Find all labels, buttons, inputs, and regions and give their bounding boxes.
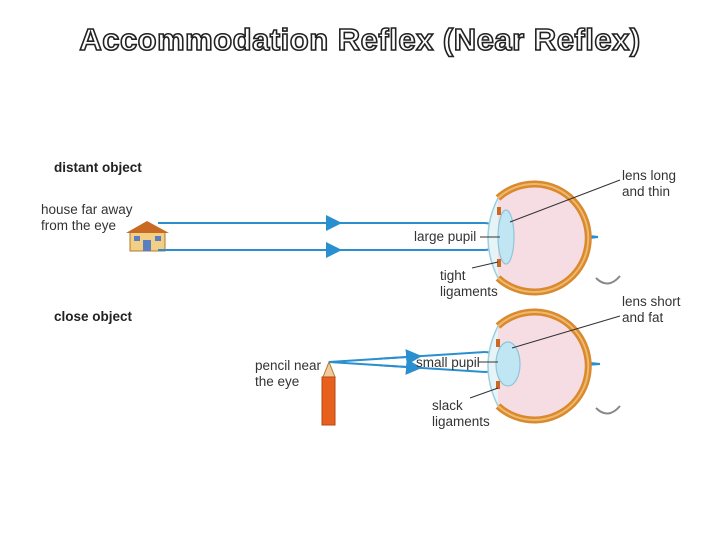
pencil-label-line2: the eye — [255, 374, 299, 389]
lens-long-line1: lens long — [622, 168, 676, 183]
distant-pointers — [471, 179, 621, 269]
house-icon — [126, 221, 169, 252]
small-pupil-label: small pupil — [416, 355, 480, 370]
distant-eye-icon — [487, 180, 621, 296]
close-eye-icon — [487, 308, 621, 424]
tight-ligaments-line2: ligaments — [440, 284, 498, 299]
page-title: Accommodation Reflex (Near Reflex) — [79, 21, 641, 58]
slack-ligaments-line2: ligaments — [432, 414, 490, 429]
house-label-line1: house far away — [41, 202, 133, 217]
lens-short-line1: lens short — [622, 294, 681, 309]
large-pupil-label: large pupil — [414, 229, 476, 244]
lens-short-line2: and fat — [622, 310, 664, 325]
pencil-label-line1: pencil near — [255, 358, 322, 373]
tight-ligaments-line1: tight — [440, 268, 466, 283]
slack-ligaments-line1: slack — [432, 398, 463, 413]
close-pointers — [469, 315, 621, 399]
close-object-header: close object — [54, 309, 133, 324]
pencil-icon — [321, 360, 336, 426]
distant-object-header: distant object — [54, 160, 142, 175]
house-label-line2: from the eye — [41, 218, 116, 233]
lens-long-line2: and thin — [622, 184, 670, 199]
